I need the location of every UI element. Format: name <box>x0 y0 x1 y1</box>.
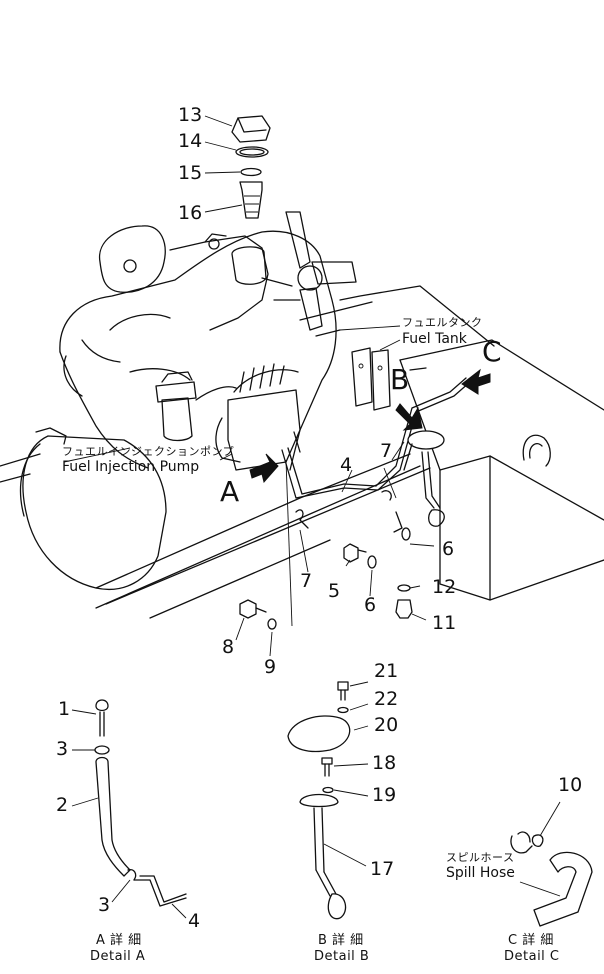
callout-6-right: 6 <box>442 538 455 560</box>
callout-1: 1 <box>58 698 71 720</box>
frame-rails <box>0 285 495 619</box>
sender-assembly <box>403 430 445 527</box>
detail-b-caption-en: Detail B <box>314 949 370 964</box>
callout-5: 5 <box>328 580 341 602</box>
fuel-tank-label-en: Fuel Tank <box>402 331 467 347</box>
tank-brackets <box>351 347 391 411</box>
fuel-tank-label-jp: フュエルタンク <box>402 316 483 329</box>
callout-7-left: 7 <box>300 570 313 592</box>
engine <box>19 211 357 590</box>
spill-hose-label-jp: スピルホース <box>446 851 515 864</box>
callout-7-right: 7 <box>380 440 393 462</box>
fuel-lines <box>281 377 471 533</box>
detail-a-caption-jp: A 詳 細 <box>96 933 142 948</box>
callout-10: 10 <box>558 774 583 796</box>
callout-4-main: 4 <box>340 454 353 476</box>
callout-22: 22 <box>374 688 399 710</box>
callout-2: 2 <box>56 794 69 816</box>
callout-21: 21 <box>374 660 399 682</box>
detail-a-caption-en: Detail A <box>90 949 146 964</box>
detail-c-caption-jp: C 詳 細 <box>508 933 554 948</box>
view-marker-b: B <box>390 363 410 396</box>
fuel-filler-cap-assembly <box>204 115 271 219</box>
callout-4-detail: 4 <box>188 910 201 932</box>
view-arrows <box>249 368 491 484</box>
callout-11: 11 <box>432 612 457 634</box>
callout-15: 15 <box>178 162 203 184</box>
fuel-tank <box>399 339 604 601</box>
callout-12: 12 <box>432 576 457 598</box>
detail-c-drawing <box>510 801 593 927</box>
callout-3-bottom: 3 <box>98 894 111 916</box>
fuel-injection-pump-label-en: Fuel Injection Pump <box>62 459 200 475</box>
leader-lines <box>63 325 427 657</box>
callout-3-top: 3 <box>56 738 69 760</box>
callout-16: 16 <box>178 202 203 224</box>
callout-14: 14 <box>178 130 203 152</box>
callout-19: 19 <box>372 784 397 806</box>
view-marker-a: A <box>220 475 240 508</box>
callout-17: 17 <box>370 858 395 880</box>
fuel-injection-pump-label-jp: フュエルインジェクションポンプ <box>62 445 235 458</box>
detail-a-drawing <box>71 699 187 919</box>
callout-13: 13 <box>178 104 203 126</box>
callout-9: 9 <box>264 656 277 678</box>
spill-hose-label-en: Spill Hose <box>446 865 515 881</box>
detail-c-caption-en: Detail C <box>504 949 560 964</box>
view-marker-c: C <box>482 335 502 368</box>
detail-b-caption-jp: B 詳 細 <box>318 933 364 948</box>
callout-18: 18 <box>372 752 397 774</box>
callout-8: 8 <box>222 636 235 658</box>
callout-20: 20 <box>374 714 399 736</box>
fittings <box>239 459 435 630</box>
detail-b-drawing <box>287 681 369 920</box>
callout-6-lower: 6 <box>364 594 377 616</box>
